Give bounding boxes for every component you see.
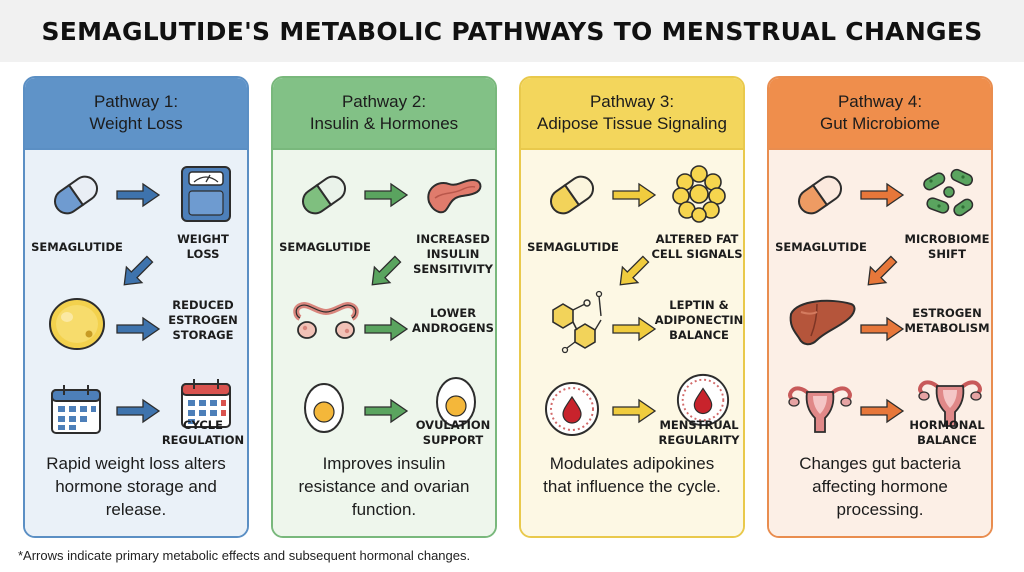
arrow-diagonal-icon [619, 255, 650, 286]
panel-heading-title: Weight Loss [89, 114, 183, 133]
calendar-icon [51, 385, 101, 434]
arrow-right-icon [116, 398, 161, 424]
panel-heading-title: Adipose Tissue Signaling [537, 114, 727, 133]
uterus-icon [918, 380, 982, 427]
arrow-right-icon [116, 316, 161, 342]
blood-drop-icon [545, 382, 599, 436]
panel-header: Pathway 2: Insulin & Hormones [273, 78, 495, 150]
arrow-diagonal-icon [371, 255, 402, 286]
arrow-right-icon [860, 316, 905, 342]
node-label-start: SEMAGLUTIDE [775, 240, 867, 254]
node-label-step3: MENSTRUAL REGULARITY [658, 418, 740, 447]
panel-body: SEMAGLUTIDE ALTERED FAT CELL SIGNALS LEP… [521, 150, 744, 536]
node-label-step1: MICROBIOME SHIFT [904, 232, 990, 261]
pancreas-icon [427, 178, 482, 214]
arrow-right-icon [612, 182, 657, 208]
arrow-right-icon [612, 316, 657, 342]
arrow-right-icon [116, 182, 161, 208]
node-label-start: SEMAGLUTIDE [527, 240, 619, 254]
arrow-right-icon [364, 316, 409, 342]
pathway-panel-insulin: Pathway 2: Insulin & Hormones SEMAGLUTID… [271, 76, 497, 538]
pathway-panel-adipose: Pathway 3: Adipose Tissue Signaling SEMA… [519, 76, 745, 538]
node-label-step1: WEIGHT LOSS [177, 232, 229, 261]
pathway-description: Modulates adipokines that influence the … [543, 454, 721, 496]
node-label-step3: OVULATION SUPPORT [415, 418, 491, 447]
ovaries-icon [293, 302, 359, 339]
arrow-diagonal-icon [867, 255, 898, 286]
panel-body: SEMAGLUTIDE WEIGHT LOSS REDUCED ESTROGEN… [25, 150, 247, 536]
pathway-description: Rapid weight loss alters hormone storage… [46, 454, 226, 519]
egg-icon [436, 377, 476, 427]
panel-header: Pathway 3: Adipose Tissue Signaling [521, 78, 743, 150]
panel-heading-number: Pathway 4: [837, 92, 923, 111]
node-label-step1: ALTERED FAT CELL SIGNALS [651, 232, 743, 261]
arrow-right-icon [364, 182, 409, 208]
pathway-panel-weight-loss: Pathway 1: Weight Loss SEMAGLUTIDE WEIGH… [23, 76, 249, 538]
bacteria-icon [923, 168, 974, 217]
uterus-icon [788, 386, 852, 433]
node-label-start: SEMAGLUTIDE [279, 240, 371, 254]
panel-heading-number: Pathway 3: [589, 92, 675, 111]
calendar-icon [181, 379, 231, 428]
liver-icon [789, 299, 856, 346]
node-label-step1: INCREASED INSULIN SENSITIVITY [413, 232, 493, 276]
panel-heading-number: Pathway 2: [341, 92, 427, 111]
molecule-icon [552, 290, 603, 354]
arrow-right-icon [860, 182, 905, 208]
capsule-icon [550, 175, 594, 215]
capsule-icon [302, 175, 346, 215]
panel-heading-title: Gut Microbiome [820, 114, 940, 133]
node-label-step2: LEPTIN & ADIPONECTIN BALANCE [654, 298, 744, 342]
egg-icon [304, 383, 344, 433]
panel-body: SEMAGLUTIDE INCREASED INSULIN SENSITIVIT… [273, 150, 495, 536]
pathway-description: Improves insulin resistance and ovarian … [298, 454, 470, 519]
pathway-description: Changes gut bacteria affecting hormone p… [799, 454, 961, 519]
arrow-diagonal-icon [123, 255, 154, 286]
fat-cluster-icon [672, 165, 726, 223]
node-label-step2: ESTROGEN METABOLISM [904, 306, 990, 335]
panel-header: Pathway 1: Weight Loss [25, 78, 247, 150]
footnote: *Arrows indicate primary metabolic effec… [18, 548, 471, 563]
page-title: SEMAGLUTIDE'S METABOLIC PATHWAYS TO MENS… [41, 16, 983, 46]
panel-header: Pathway 4: Gut Microbiome [769, 78, 991, 150]
node-label-step2: LOWER ANDROGENS [412, 306, 494, 335]
title-banner: SEMAGLUTIDE'S METABOLIC PATHWAYS TO MENS… [0, 0, 1024, 62]
panel-body: SEMAGLUTIDE MICROBIOME SHIFT ESTROGEN ME… [769, 150, 991, 536]
node-label-step3: HORMONAL BALANCE [909, 418, 985, 447]
capsule-icon [798, 175, 842, 215]
scale-icon [181, 166, 231, 222]
node-label-step3: CYCLE REGULATION [161, 418, 245, 447]
arrow-right-icon [860, 398, 905, 424]
node-label-start: SEMAGLUTIDE [31, 240, 123, 254]
panel-heading-number: Pathway 1: [93, 92, 179, 111]
panel-heading-title: Insulin & Hormones [309, 114, 459, 133]
arrow-right-icon [364, 398, 409, 424]
capsule-icon [54, 175, 98, 215]
fat-cell-icon [49, 298, 105, 350]
node-label-step2: REDUCED ESTROGEN STORAGE [168, 298, 238, 342]
pathway-panel-microbiome: Pathway 4: Gut Microbiome SEMAGLUTIDE MI… [767, 76, 993, 538]
arrow-right-icon [612, 398, 657, 424]
blood-drop-icon [676, 373, 730, 427]
